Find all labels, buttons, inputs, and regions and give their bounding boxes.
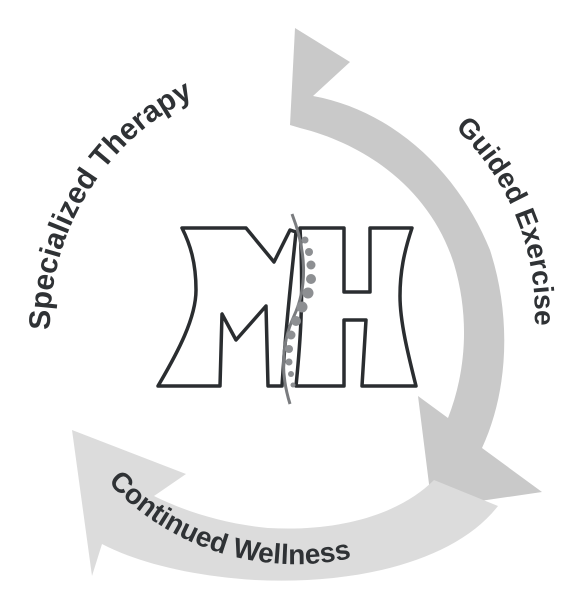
arrow-continued-wellness	[72, 430, 498, 581]
vertebra-dot	[305, 248, 313, 256]
vertebra-dot	[301, 236, 309, 244]
vertebra-dot	[286, 330, 296, 340]
logo-vertebrae	[285, 236, 316, 388]
logo-letter-h	[294, 226, 418, 388]
logo-letter-m	[156, 226, 298, 388]
vertebra-dot	[285, 345, 293, 353]
vertebra-dot	[285, 358, 293, 366]
vertebra-dot	[302, 287, 314, 299]
logo-spine-curve	[282, 213, 306, 405]
vertebra-dot	[291, 316, 301, 326]
vertebra-dot	[290, 382, 296, 388]
vertebra-dot	[288, 371, 294, 377]
vertebra-dot	[306, 260, 316, 270]
mh-spine-logo	[156, 213, 418, 405]
vertebra-dot	[296, 301, 308, 313]
label-specialized-therapy: Specialized Therapy	[24, 74, 197, 330]
vertebra-dot	[306, 274, 316, 284]
arrow-guided-exercise	[290, 28, 542, 508]
